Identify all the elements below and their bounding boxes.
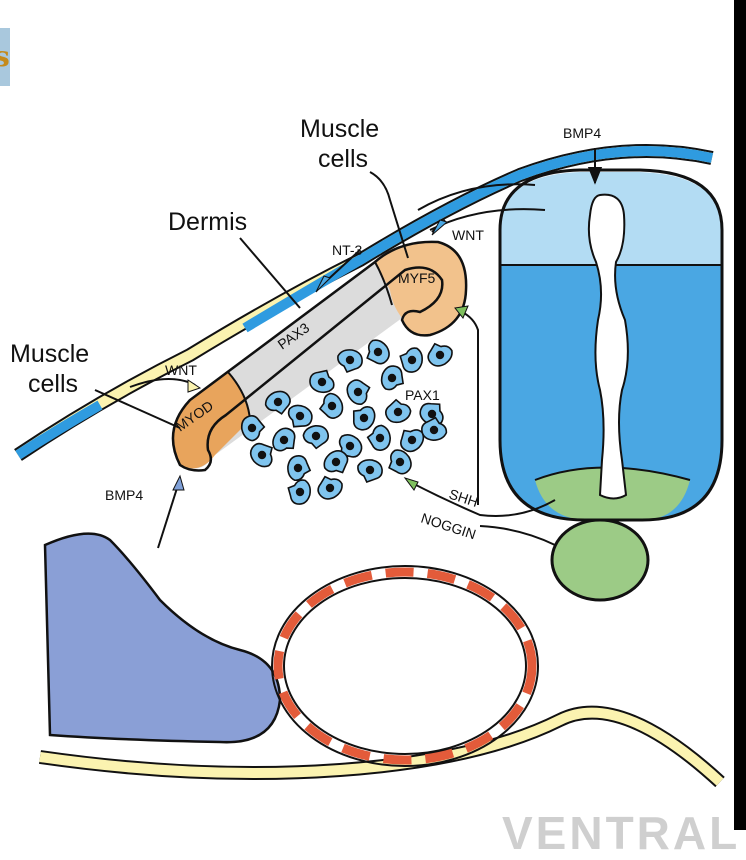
sclerotome-cell	[400, 429, 425, 453]
sclerotome-cell	[302, 425, 330, 450]
label-dermis: Dermis	[168, 208, 247, 236]
label-bmp4-top: BMP4	[563, 125, 601, 141]
sclerotome-cell	[287, 404, 313, 428]
somite-differentiation-diagram: Muscle cells Dermis Muscle cells BMP4 WN…	[10, 115, 725, 788]
sclerotome-cell	[388, 449, 412, 475]
sclerotome-cell	[366, 424, 391, 452]
label-myf5: MYF5	[398, 270, 436, 286]
sclerotome-cell	[357, 459, 383, 483]
label-wnt-left: WNT	[165, 362, 197, 378]
neural-tube	[498, 168, 724, 522]
notochord	[550, 518, 650, 602]
sclerotome-cell	[272, 427, 296, 452]
label-wnt-top: WNT	[452, 227, 484, 243]
dorsal-aorta	[271, 565, 539, 767]
partial-title-glyph: s	[0, 40, 10, 73]
sclerotome-cell	[287, 479, 311, 505]
label-bmp4-bottom: BMP4	[105, 487, 143, 503]
label-muscle-cells-left-line1: Muscle	[10, 340, 89, 368]
sclerotome-cell	[240, 414, 266, 442]
sclerotome-cell	[318, 392, 344, 419]
label-noggin: NOGGIN	[419, 510, 478, 543]
label-muscle-cells-left-line2: cells	[28, 370, 78, 398]
sclerotome-cell	[337, 349, 363, 374]
sclerotome-cell	[264, 390, 291, 415]
label-shh: SHH	[447, 486, 480, 510]
sclerotome-cell	[323, 450, 349, 474]
label-nt3: NT-3	[332, 242, 363, 258]
sclerotome-cell	[309, 369, 335, 394]
label-muscle-cells-top-line2: cells	[318, 145, 368, 173]
leader-lines	[94, 171, 409, 429]
sclerotome-cell	[380, 365, 405, 391]
window-edge-bar	[734, 0, 746, 830]
lateral-plate-mesoderm	[43, 532, 282, 744]
sclerotome-cells	[240, 339, 453, 505]
sclerotome-cell	[317, 475, 343, 500]
sclerotome-cell	[427, 342, 453, 367]
label-pax1: PAX1	[405, 387, 440, 403]
footer-ventral-label: VENTRAL	[502, 807, 741, 859]
sclerotome-cell	[352, 406, 376, 431]
sclerotome-cell	[399, 347, 423, 373]
sclerotome-cell	[287, 455, 312, 482]
sclerotome-cell	[366, 339, 390, 365]
sclerotome-cell	[249, 442, 273, 468]
sclerotome-cell	[385, 398, 412, 424]
sclerotome-cell	[346, 379, 371, 405]
sclerotome-cell	[338, 433, 363, 458]
partial-title-tab: s	[0, 28, 10, 86]
dermomyotome	[171, 240, 468, 472]
label-muscle-cells-top-line1: Muscle	[300, 115, 379, 143]
signal-arrows	[129, 148, 603, 549]
sclerotome-cell	[421, 416, 448, 441]
